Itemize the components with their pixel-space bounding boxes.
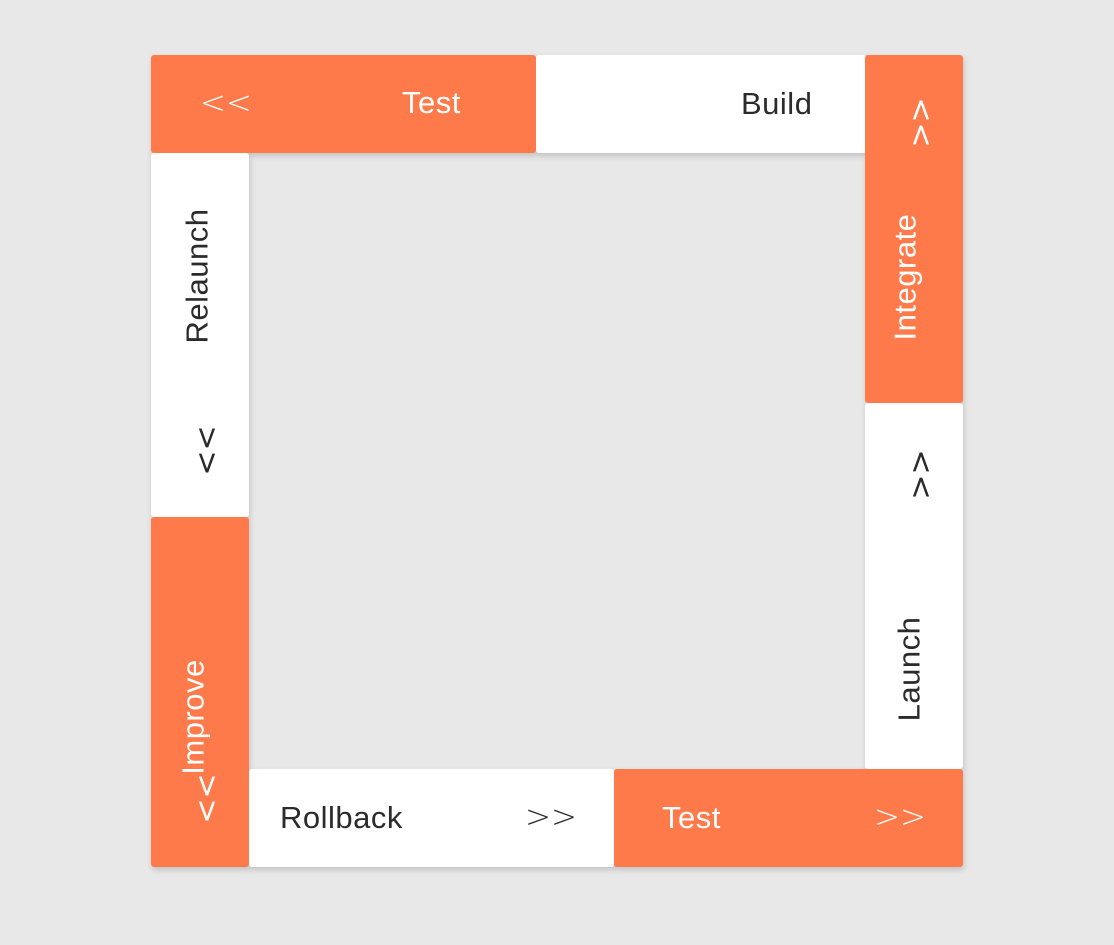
segment-top-test: << Test	[151, 55, 536, 153]
arrow-up-icon: >>	[903, 449, 939, 500]
segment-label: Build	[741, 86, 813, 121]
segment-left-relaunch: Relaunch <<	[151, 153, 249, 517]
segment-label: Rollback	[280, 800, 403, 835]
segment-bottom-test: Test >>	[614, 769, 963, 867]
arrow-left-icon: <<	[200, 85, 252, 121]
segment-label: Test	[402, 85, 461, 120]
segment-label: Improve	[175, 659, 211, 775]
cycle-diagram: << Test Build >> Integrate >> Launch Tes…	[151, 55, 963, 867]
arrow-up-icon: >>	[903, 97, 939, 148]
segment-left-improve: Improve <<	[151, 517, 249, 867]
segment-label: Test	[662, 800, 721, 835]
arrow-down-icon: <<	[189, 773, 225, 824]
segment-label: Launch	[891, 616, 927, 722]
segment-right-integrate: >> Integrate	[865, 55, 963, 403]
arrow-right-icon: >>	[874, 799, 926, 835]
segment-bottom-rollback: Rollback >>	[249, 769, 614, 867]
segment-label: Relaunch	[179, 208, 215, 344]
segment-top-build: Build	[536, 55, 866, 153]
segment-label: Integrate	[887, 213, 923, 341]
segment-right-launch: >> Launch	[865, 403, 963, 769]
arrow-right-icon: >>	[525, 799, 577, 835]
arrow-down-icon: <<	[189, 425, 225, 476]
